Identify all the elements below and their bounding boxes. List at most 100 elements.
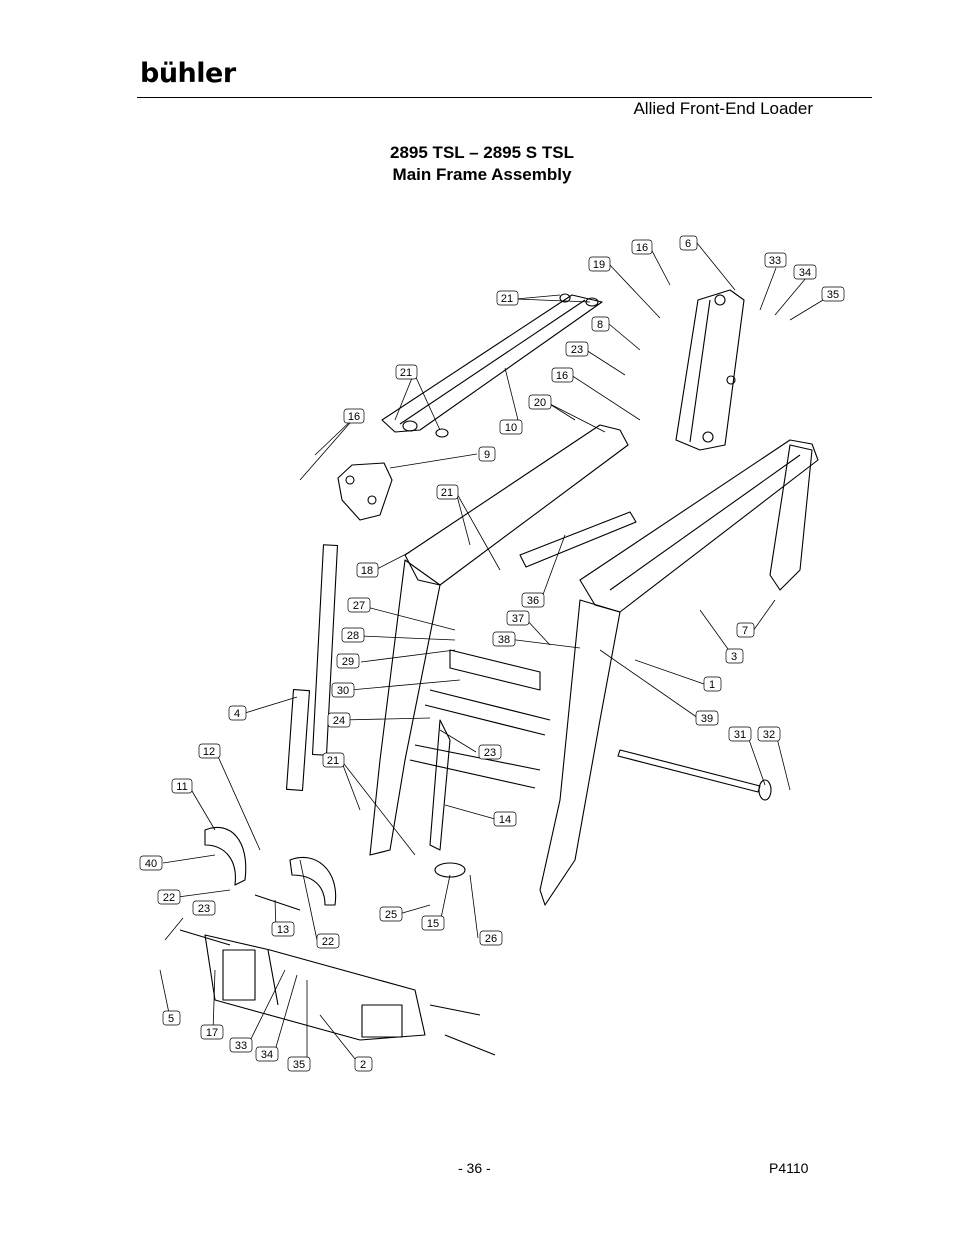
svg-text:6: 6	[685, 238, 691, 250]
svg-text:16: 16	[348, 411, 360, 423]
callout-21b: 21	[395, 364, 418, 380]
svg-text:20: 20	[534, 397, 546, 409]
document-subtitle: Allied Front-End Loader	[633, 99, 813, 118]
svg-text:3: 3	[731, 651, 737, 663]
document-code: P4110	[769, 1160, 809, 1176]
svg-text:27: 27	[353, 600, 365, 612]
svg-text:26: 26	[485, 933, 497, 945]
callout-20: 20	[528, 394, 552, 410]
assembly-title: Main Frame Assembly	[392, 165, 572, 184]
svg-text:16: 16	[556, 370, 568, 382]
callout-9: 9	[478, 446, 496, 462]
callout-21a: 21	[496, 290, 519, 306]
svg-text:40: 40	[145, 858, 157, 870]
callout-3: 3	[725, 648, 744, 664]
header-rule	[137, 97, 872, 98]
svg-text:17: 17	[206, 1027, 218, 1039]
callout-19: 19	[588, 256, 611, 272]
callout-22a: 22	[157, 889, 181, 905]
main-boom-part	[404, 424, 629, 586]
svg-text:1: 1	[709, 679, 715, 691]
callout-25: 25	[379, 906, 403, 922]
svg-text:2: 2	[360, 1059, 366, 1071]
page-number: - 36 -	[458, 1160, 491, 1176]
svg-text:21: 21	[501, 293, 513, 305]
svg-text:9: 9	[484, 449, 490, 461]
callout-23b: 23	[478, 744, 502, 760]
callout-28: 28	[341, 627, 365, 643]
leader-lines	[159, 242, 834, 1065]
svg-text:13: 13	[277, 924, 289, 936]
callout-36: 36	[521, 592, 545, 608]
svg-text:30: 30	[337, 685, 349, 697]
callout-26: 26	[479, 930, 503, 946]
mount-bracket-part	[337, 462, 393, 521]
svg-text:8: 8	[597, 319, 603, 331]
svg-text:32: 32	[763, 729, 775, 741]
svg-text:12: 12	[203, 746, 215, 758]
svg-text:33: 33	[769, 255, 781, 267]
callout-2: 2	[354, 1056, 373, 1072]
callout-27: 27	[347, 597, 371, 613]
callout-12: 12	[198, 743, 221, 759]
callout-32: 32	[757, 726, 781, 742]
callout-15: 15	[421, 915, 445, 931]
callout-37: 37	[506, 610, 530, 626]
callout-bubbles: 16 6 33 34 35 19 21 8 23 16 21 20 10 16 …	[139, 235, 845, 1072]
callout-21d: 21	[322, 752, 345, 768]
svg-text:21: 21	[327, 755, 339, 767]
svg-text:23: 23	[571, 344, 583, 356]
callout-21c: 21	[436, 484, 459, 500]
callout-24: 24	[327, 712, 351, 728]
callout-30: 30	[331, 682, 355, 698]
callout-5: 5	[162, 1010, 181, 1026]
mount-frame-part	[204, 934, 426, 1041]
svg-text:14: 14	[499, 814, 511, 826]
callout-39: 39	[695, 710, 719, 726]
callout-31: 31	[728, 726, 752, 742]
svg-text:10: 10	[505, 422, 517, 434]
svg-text:36: 36	[527, 595, 539, 607]
callout-18: 18	[356, 562, 379, 578]
callout-29: 29	[336, 653, 360, 669]
svg-text:16: 16	[636, 242, 648, 254]
callout-16a: 16	[631, 239, 653, 255]
svg-text:37: 37	[512, 613, 524, 625]
svg-text:35: 35	[293, 1059, 305, 1071]
svg-text:33: 33	[235, 1040, 247, 1052]
callout-4: 4	[228, 705, 247, 721]
callout-7: 7	[736, 622, 755, 638]
callout-1: 1	[703, 676, 722, 692]
svg-text:31: 31	[734, 729, 746, 741]
callout-35b: 35	[287, 1056, 311, 1072]
callout-22b: 22	[316, 933, 340, 949]
callout-35a: 35	[821, 286, 845, 302]
callout-16c: 16	[343, 408, 365, 424]
model-title: 2895 TSL – 2895 S TSL	[390, 143, 574, 162]
svg-text:21: 21	[400, 367, 412, 379]
svg-text:38: 38	[498, 634, 510, 646]
svg-text:21: 21	[441, 487, 453, 499]
svg-text:4: 4	[234, 708, 240, 720]
svg-text:19: 19	[593, 259, 605, 271]
svg-text:24: 24	[333, 715, 345, 727]
svg-text:11: 11	[176, 781, 187, 793]
callout-17: 17	[200, 1024, 224, 1040]
svg-text:22: 22	[163, 892, 175, 904]
buhler-logo: bühler	[140, 58, 236, 89]
drawing-linework	[179, 289, 819, 1056]
callout-40: 40	[139, 855, 163, 871]
callout-34a: 34	[793, 264, 817, 280]
callout-33b: 33	[229, 1037, 253, 1053]
svg-text:34: 34	[261, 1049, 273, 1061]
svg-text:39: 39	[701, 713, 713, 725]
callout-14: 14	[493, 811, 517, 827]
svg-text:5: 5	[168, 1013, 174, 1025]
svg-text:23: 23	[198, 903, 210, 915]
callout-38: 38	[492, 631, 516, 647]
svg-text:15: 15	[427, 918, 439, 930]
link-plate-part	[675, 289, 745, 451]
callout-8: 8	[591, 316, 610, 332]
svg-text:25: 25	[385, 909, 397, 921]
